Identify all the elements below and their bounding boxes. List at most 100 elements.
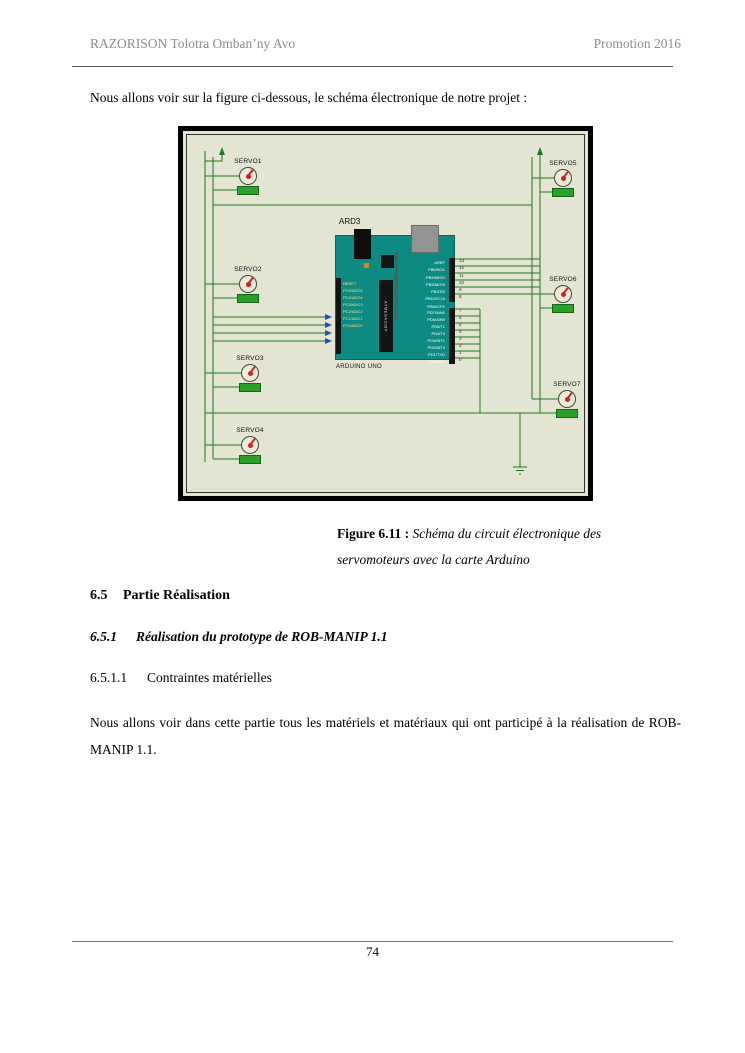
- figure-caption: Figure 6.11 : Schéma du circuit électron…: [337, 521, 657, 573]
- pin-label: PD6/AIN0: [427, 317, 445, 322]
- servo-label: SERVO6: [549, 276, 577, 283]
- section-heading-6-5-1-1: 6.5.1.1 Contraintes matérielles: [90, 670, 272, 686]
- servo-6: SERVO6: [546, 276, 580, 313]
- mcu-chip: ATMEGA328P: [379, 280, 393, 352]
- schematic-inner-border: [186, 134, 585, 493]
- pin-label: PC5/ADC5: [343, 288, 363, 293]
- section-heading-6-5: 6.5 Partie Réalisation: [90, 588, 230, 604]
- power-arrow-icons: [219, 147, 543, 155]
- servo-label: SERVO1: [234, 158, 262, 165]
- pin-label: PD7/AIN1: [427, 310, 445, 315]
- servo-4: SERVO4: [233, 427, 267, 464]
- pin-number: 7: [459, 308, 462, 313]
- servo-hub: [560, 175, 566, 181]
- pin-number: 1: [459, 350, 462, 355]
- pin-number: 10: [459, 279, 465, 285]
- pin-label: RESET: [343, 281, 357, 286]
- servo-base: [239, 455, 261, 464]
- servo-hub: [560, 291, 566, 297]
- wire-network: [204, 147, 558, 475]
- servo-label: SERVO3: [236, 355, 264, 362]
- pin-label: PC0/ADC0: [343, 323, 363, 328]
- servo-hub: [247, 370, 253, 376]
- pin-label: PD3/INT1: [427, 338, 445, 343]
- servo-hub: [245, 173, 251, 179]
- pin-label: PB1/OC1A: [425, 296, 445, 302]
- servo-base: [237, 186, 259, 195]
- servo-base: [556, 409, 578, 418]
- footer-divider: [72, 941, 673, 942]
- servo-base: [552, 304, 574, 313]
- pin-number: 9: [459, 287, 462, 293]
- caption-line-1: Figure 6.11 : Schéma du circuit électron…: [337, 521, 657, 547]
- servo-motor-symbol: [241, 436, 259, 454]
- section-number: 6.5.1: [90, 629, 117, 644]
- servo-hub: [564, 396, 570, 402]
- pin-label: AREF: [434, 260, 445, 265]
- servo-7: SERVO7: [550, 381, 584, 418]
- caption-line-2: servomoteurs avec la carte Arduino: [337, 552, 530, 567]
- board-reference: ARD3: [339, 217, 361, 226]
- pin-label: PD4/T0: [431, 331, 445, 336]
- pin-label: PB3/MOSI: [426, 281, 445, 287]
- pin-number: 11: [459, 272, 464, 278]
- servo-1: SERVO1: [231, 158, 265, 195]
- pin-number: 4: [459, 329, 462, 334]
- header-promotion: Promotion 2016: [593, 36, 681, 51]
- pin-label: PD2/INT0: [427, 345, 445, 350]
- board-name: ARDUINO UNO: [336, 364, 382, 370]
- servo-base: [237, 294, 259, 303]
- right-pin-header-bottom: [449, 308, 455, 364]
- section-title: Réalisation du prototype de ROB-MANIP 1.…: [136, 629, 388, 644]
- pin-label: PC3/ADC3: [343, 302, 363, 307]
- pin-number: 5: [459, 322, 462, 327]
- section-number: 6.5: [90, 588, 108, 603]
- pin-label: PC4/ADC4: [343, 295, 363, 300]
- servo-label: SERVO2: [234, 266, 262, 273]
- barrel-jack: [354, 229, 371, 259]
- section-title: Contraintes matérielles: [147, 670, 272, 685]
- pin-label: PB0/ICP1: [427, 303, 445, 309]
- arduino-board: ARD3 ATMEGA328P www.TheEngineeringProjec…: [335, 217, 455, 370]
- section-title: Partie Réalisation: [123, 588, 230, 603]
- page-header: RAZORISON Tolotra Omban’ny Avo Promotion…: [90, 36, 681, 52]
- pin-label: PC1/ADC1: [343, 316, 363, 321]
- intro-text: Nous allons voir sur la figure ci-dessou…: [90, 90, 528, 105]
- pin-number: 3: [459, 336, 462, 341]
- usb-connector: [411, 225, 439, 253]
- caption-text: Schéma du circuit électronique des: [412, 526, 602, 541]
- servo-base: [239, 383, 261, 392]
- pin-label: PD1/TXD: [428, 352, 445, 357]
- figure-schematic: SERVO1 SERVO2 SERVO3 SERVO4: [178, 126, 593, 501]
- section-number: 6.5.1.1: [90, 670, 128, 685]
- right-pin-header-top: [449, 258, 455, 302]
- servo-3: SERVO3: [233, 355, 267, 392]
- servo-2: SERVO2: [231, 266, 265, 303]
- servo-motor-symbol: [554, 285, 572, 303]
- pin-number: 13: [459, 258, 465, 263]
- servo-label: SERVO4: [236, 427, 264, 434]
- bus-entry-arrow-icons: [325, 314, 332, 344]
- body-paragraph: Nous allons voir dans cette partie tous …: [90, 715, 681, 757]
- pin-label: PB5/SCK: [428, 267, 445, 273]
- pin-label: PC2/ADC2: [343, 309, 363, 314]
- pin-number: 2: [459, 343, 462, 348]
- pin-number: 8: [459, 294, 462, 300]
- servo-motor-symbol: [241, 364, 259, 382]
- schematic-canvas: SERVO1 SERVO2 SERVO3 SERVO4: [183, 131, 588, 496]
- servo-label: SERVO5: [549, 160, 577, 167]
- pin-label: PD5/T1: [431, 324, 445, 329]
- servo-hub: [247, 442, 253, 448]
- power-led: [364, 263, 369, 268]
- left-pin-header: [336, 278, 341, 354]
- pin-label: PB4/MISO: [426, 274, 445, 280]
- board-url-text: www.TheEngineeringProjects.com: [394, 252, 399, 321]
- header-divider: [72, 66, 673, 67]
- servo-motor-symbol: [558, 390, 576, 408]
- servo-motor-symbol: [239, 167, 257, 185]
- servo-5: SERVO5: [546, 160, 580, 197]
